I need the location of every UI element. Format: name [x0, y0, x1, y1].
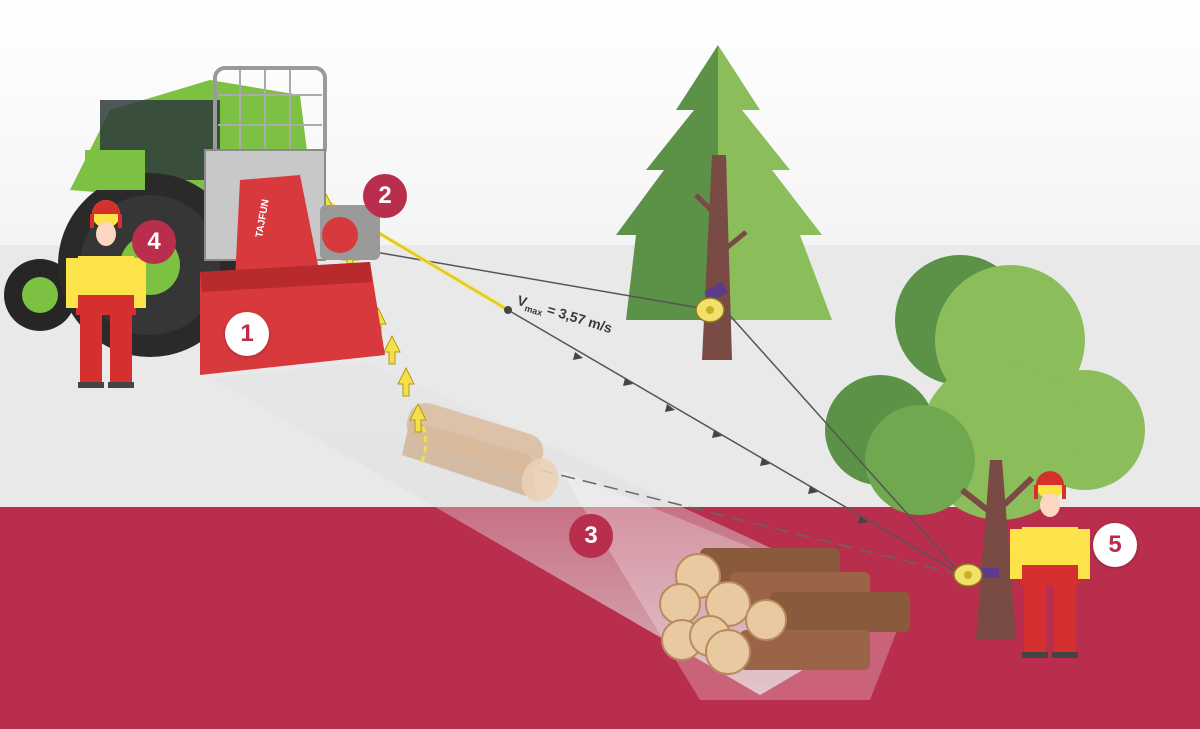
cable-main-pull [507, 309, 963, 576]
badge-4-operator: 4 [132, 220, 176, 264]
anchor-pulley-icon [953, 563, 999, 587]
worker-right [1010, 471, 1090, 658]
dragged-log [402, 402, 559, 502]
deciduous-trunk [976, 460, 1016, 640]
badge-2-cable: 2 [363, 174, 407, 218]
cable-to-log [539, 469, 963, 576]
badge-3-drag-path: 3 [569, 514, 613, 558]
worker-left [66, 200, 146, 388]
log-pile [659, 548, 910, 675]
deciduous-tree [825, 255, 1145, 640]
badge-5-helper: 5 [1093, 523, 1137, 567]
conifer-tree [616, 45, 832, 360]
snatch-block-pulley-icon [695, 281, 728, 323]
cable-conifer-to-anchor [724, 309, 963, 576]
cable-junction [504, 306, 512, 314]
badge-1-winch: 1 [225, 312, 269, 356]
